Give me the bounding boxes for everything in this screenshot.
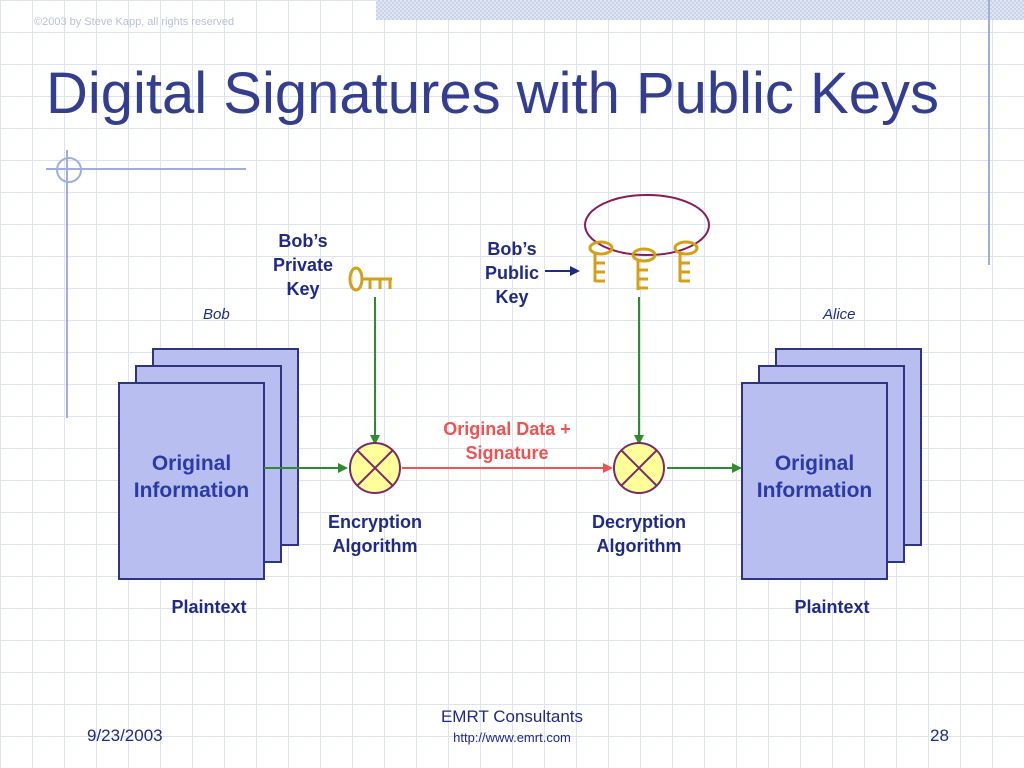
footer-url[interactable]: http://www.emrt.com: [453, 730, 571, 745]
right-document-label-line: Information: [756, 479, 873, 502]
copyright-notice: ©2003 by Steve Kapp, all rights reserved: [34, 16, 235, 28]
right-document-label: Original Information: [742, 450, 887, 504]
public-key-label-line: Bob’s: [487, 239, 537, 259]
encryption-label-line: Algorithm: [332, 536, 418, 556]
signed-data-label-line: Signature: [465, 443, 549, 463]
sender-name: Bob: [203, 306, 230, 323]
right-vertical-rule: [988, 0, 990, 265]
private-key-icon: [348, 266, 392, 292]
public-keyring-icon: [584, 194, 710, 290]
decryption-node: [613, 442, 665, 494]
private-key-label: Bob’s Private Key: [258, 229, 348, 301]
private-key-label-line: Private: [272, 255, 334, 275]
page-number: 28: [930, 726, 949, 745]
right-document-stack: [741, 348, 922, 580]
left-document-stack: [118, 348, 299, 580]
private-key-label-line: Bob’s: [278, 231, 328, 251]
decryption-label-line: Algorithm: [596, 536, 682, 556]
public-key-label-line: Public: [484, 263, 539, 283]
footer-date: 9/23/2003: [87, 726, 163, 745]
encryption-label: Encryption Algorithm: [310, 510, 440, 558]
page-title: Digital Signatures with Public Keys: [46, 61, 939, 126]
right-document-label-line: Original: [774, 452, 855, 475]
receiver-name: Alice: [823, 306, 856, 323]
right-plaintext-label: Plaintext: [794, 597, 870, 617]
left-document-label-line: Original: [151, 452, 232, 475]
decryption-label: Decryption Algorithm: [574, 510, 704, 558]
title-underline-rule: [46, 168, 246, 170]
public-key-label-line: Key: [495, 287, 529, 307]
signed-data-label-line: Original Data +: [443, 419, 571, 439]
encryption-node: [349, 442, 401, 494]
left-document-label-line: Information: [133, 479, 250, 502]
left-plaintext-label: Plaintext: [171, 597, 247, 617]
left-document-label: Original Information: [119, 450, 264, 504]
public-key-label: Bob’s Public Key: [468, 237, 556, 309]
rule-circle-ornament: [56, 157, 82, 183]
left-vertical-rule: [66, 150, 68, 418]
signed-data-label: Original Data + Signature: [417, 417, 597, 465]
encryption-label-line: Encryption: [327, 512, 422, 532]
private-key-label-line: Key: [286, 279, 320, 299]
header-band: [376, 0, 1024, 20]
footer-company: EMRT Consultants: [440, 707, 584, 726]
decryption-label-line: Decryption: [591, 512, 687, 532]
